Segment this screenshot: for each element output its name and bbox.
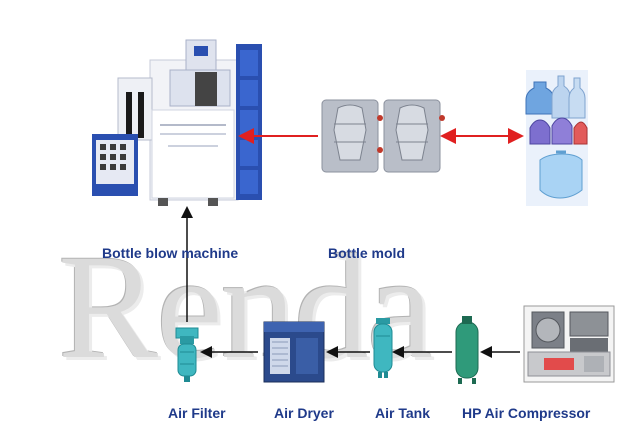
label-mold: Bottle mold [328,245,405,261]
label-air-tank: Air Tank [375,405,430,421]
air-filter-illustration [175,327,199,382]
label-air-dryer: Air Dryer [274,405,334,421]
compressor-illustration [523,305,615,383]
bottle-mold-illustration [321,99,445,173]
air-tank-illustration [373,318,393,378]
air-dryer-illustration [263,321,325,383]
label-hp-air-compressor: HP Air Compressor [462,405,591,421]
watermark-text: Renda [58,224,433,390]
pressure-tank-illustration [455,316,479,384]
label-air-filter: Air Filter [168,405,226,421]
blow-machine-illustration [92,39,262,206]
bottles-illustration [525,70,588,206]
label-blow-machine: Bottle blow machine [102,245,239,261]
